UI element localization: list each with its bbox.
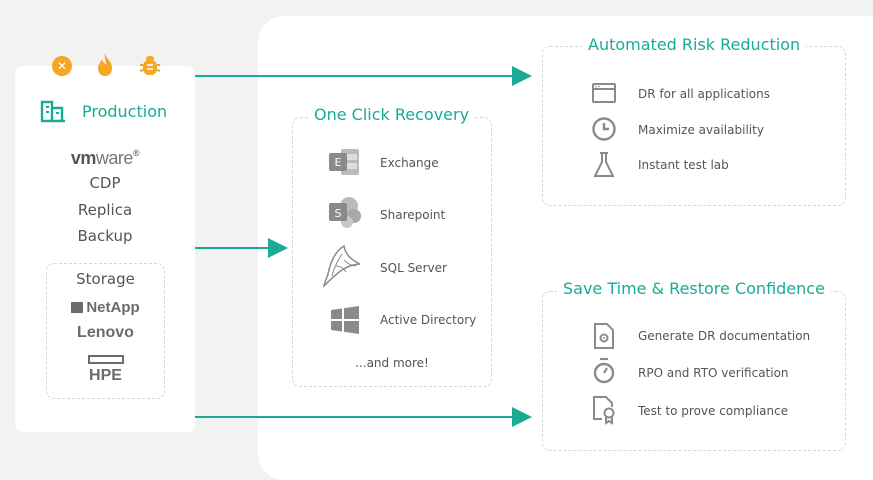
svg-text:E: E [335,156,342,169]
production-label: Production [82,102,168,121]
confidence-item-rpo-rto: RPO and RTO verification [638,366,789,380]
browser-window-icon [591,82,617,104]
document-gear-icon [592,322,616,350]
confidence-item-compliance: Test to prove compliance [638,404,789,418]
clock-icon [591,116,617,142]
svg-text:S: S [335,207,342,220]
main-panel [258,16,873,480]
close-icon: ✕ [52,56,72,76]
windows-icon [330,305,360,335]
storage-box [46,263,165,399]
recovery-app-sql-server: SQL Server [380,261,447,275]
confidence-title: Save Time & Restore Confidence [557,279,831,298]
hpe-logo-mark [88,355,124,364]
recovery-app-exchange: Exchange [380,156,439,170]
risk-item-availability: Maximize availability [638,123,764,137]
hpe-logo: HPE [89,367,122,384]
recovery-title: One Click Recovery [308,105,476,124]
stopwatch-icon [592,357,616,385]
stack-item-replica: Replica [77,201,133,219]
storage-title: Storage [76,270,135,288]
production-card [15,66,195,432]
recovery-more: ...and more! [355,356,429,370]
certificate-icon [591,395,617,425]
risk-item-test-lab: Instant test lab [638,158,729,172]
netapp-logo: NetApp [46,297,165,316]
flask-icon [592,151,616,179]
stack-item-cdp: CDP [89,174,121,192]
exchange-icon: E [327,145,361,179]
bug-icon [138,53,162,77]
vmware-logo: vmware® [70,148,140,168]
risk-item-dr-apps: DR for all applications [638,87,770,101]
recovery-app-active-directory: Active Directory [380,313,477,327]
sharepoint-icon: S [327,196,363,230]
risk-title: Automated Risk Reduction [582,35,807,54]
confidence-item-documentation: Generate DR documentation [638,329,811,343]
sql-server-icon [322,244,362,288]
building-icon [40,99,66,123]
lenovo-logo: Lenovo [77,324,134,341]
recovery-app-sharepoint: Sharepoint [380,208,446,222]
flame-icon [94,52,116,78]
stack-item-backup: Backup [77,227,133,245]
